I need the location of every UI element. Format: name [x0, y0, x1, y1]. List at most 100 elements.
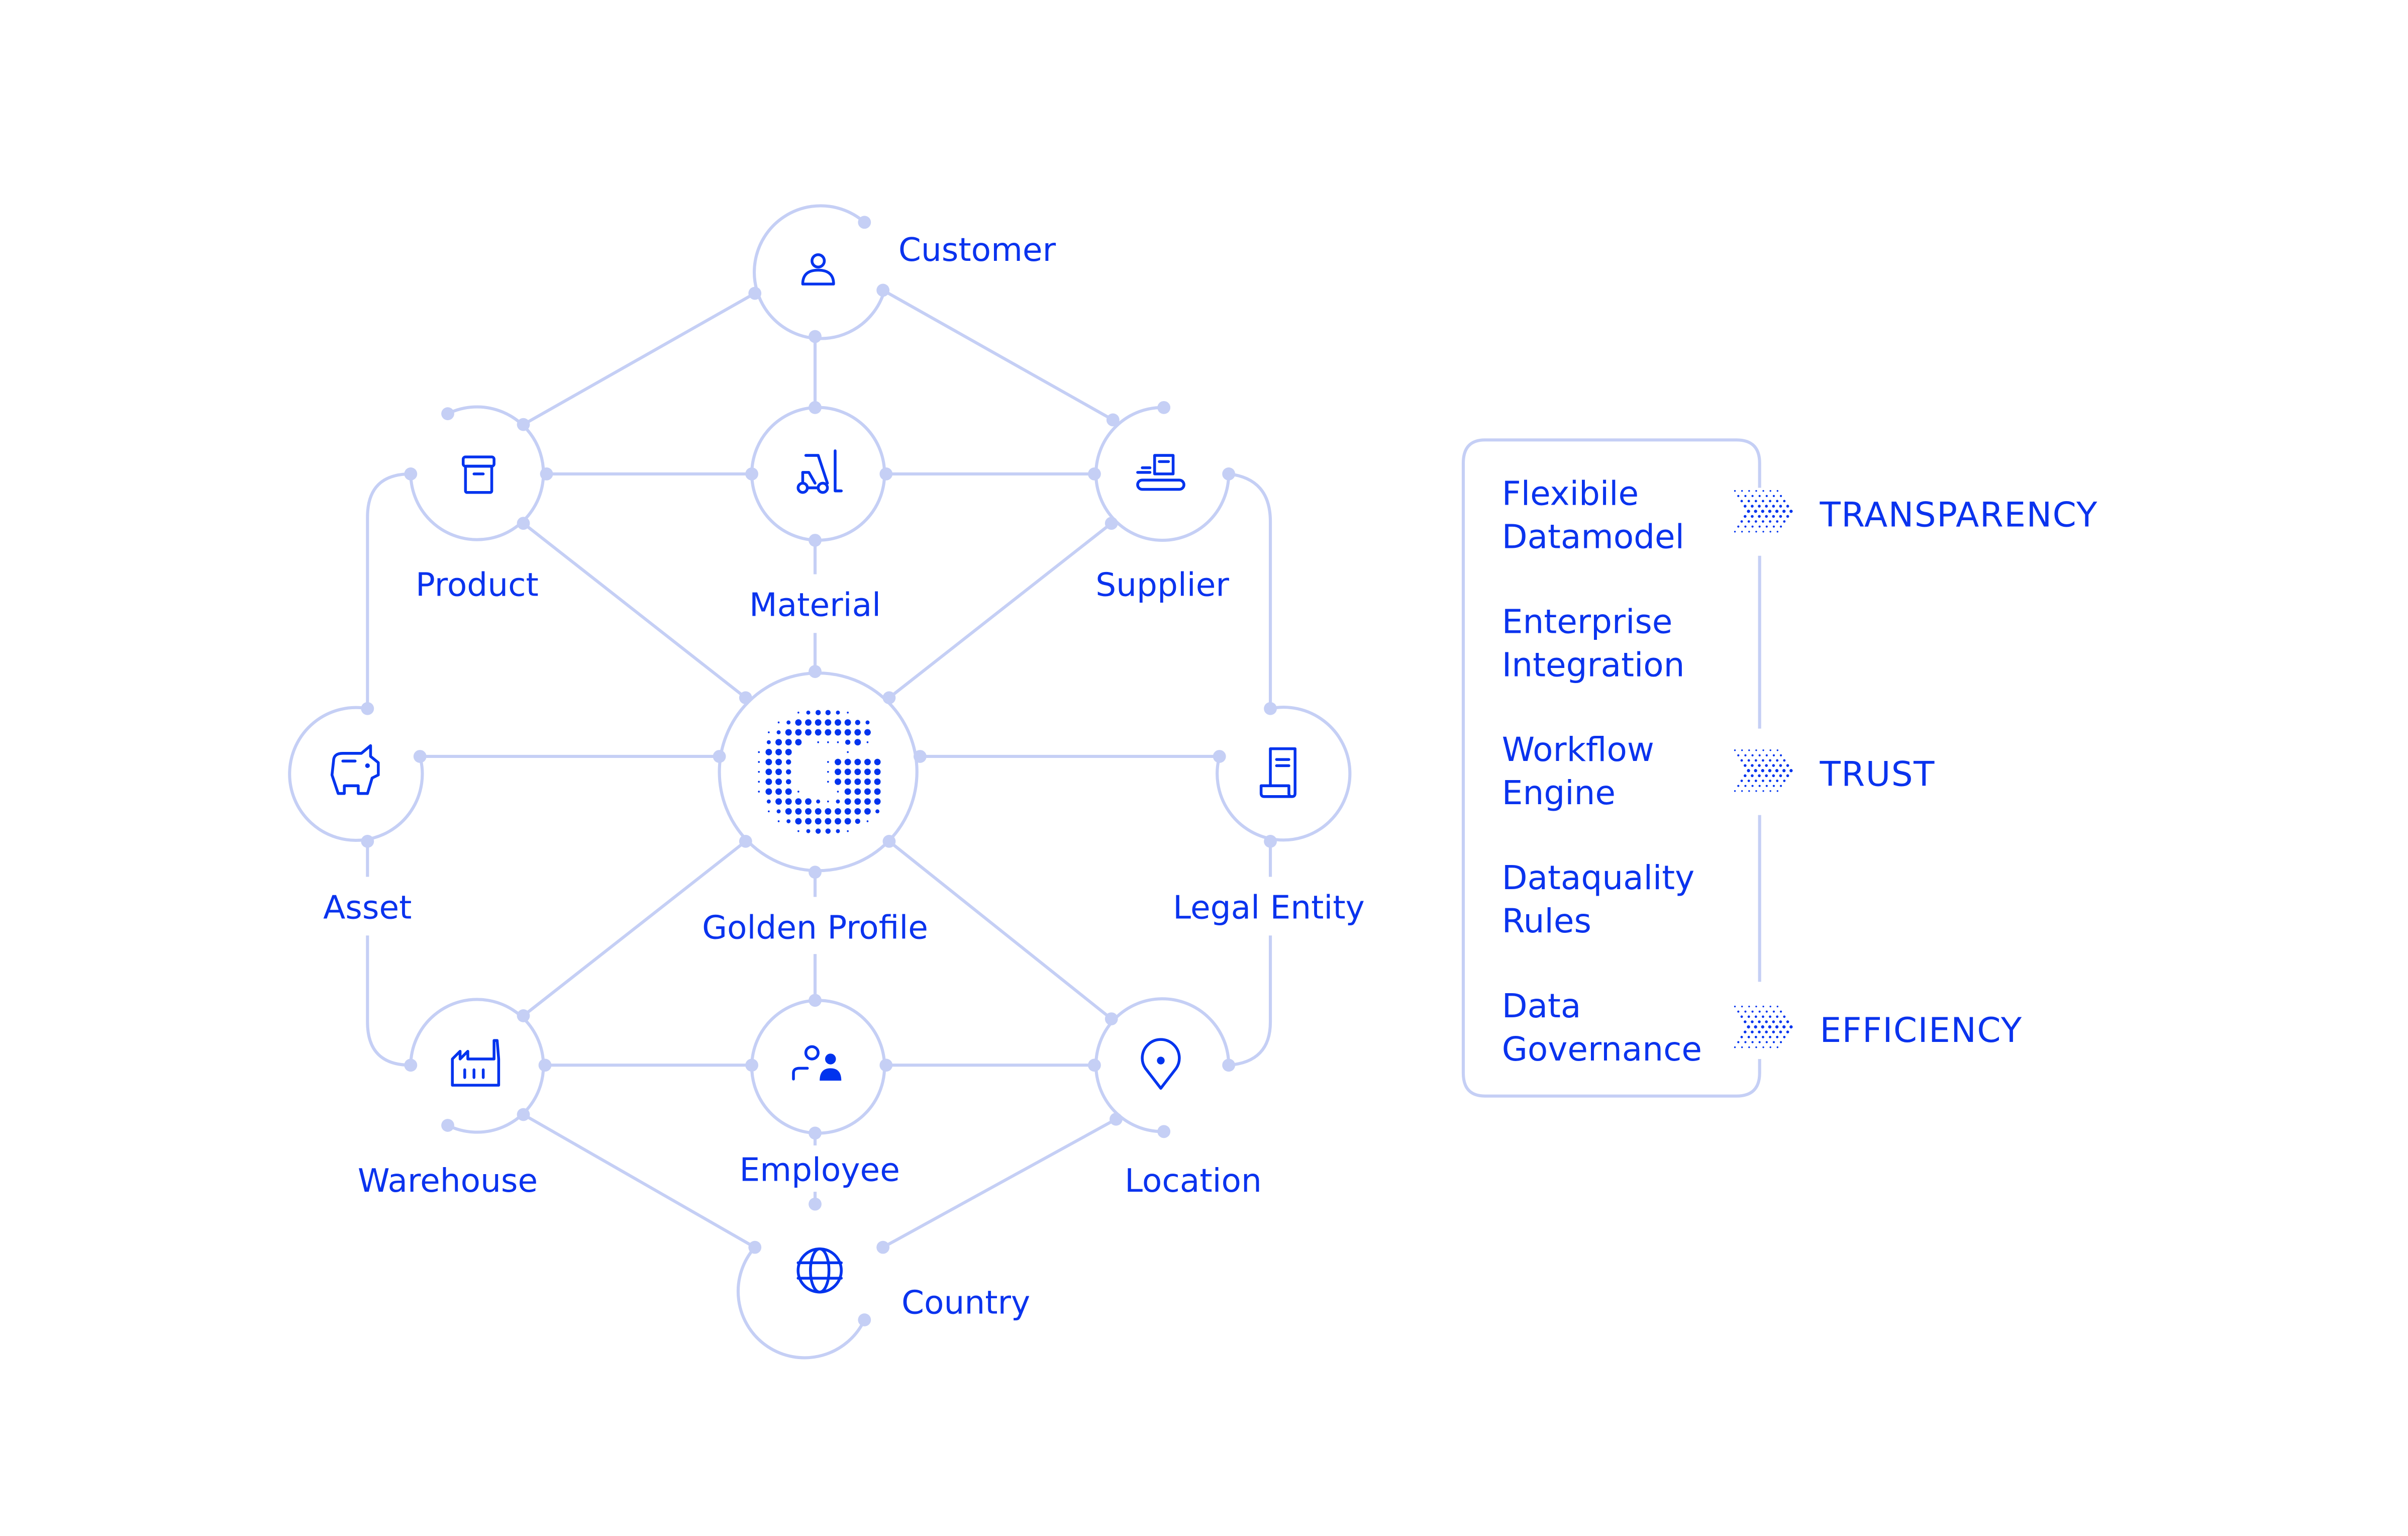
chevron-dot	[1776, 1005, 1779, 1008]
logo-halftone-dot	[864, 729, 871, 736]
chevron-dot	[1741, 1005, 1743, 1008]
logo-halftone-dot	[766, 740, 771, 744]
connector-dot	[517, 418, 530, 431]
logo-halftone-dot	[837, 791, 839, 793]
chevron-dot	[1758, 1030, 1761, 1033]
chevron-dot	[1747, 759, 1750, 762]
logo-halftone-dot	[835, 818, 841, 825]
logo-halftone-dot	[847, 711, 849, 714]
chevron-dot	[1737, 525, 1740, 528]
chevron-dot	[1755, 749, 1757, 751]
golden-profile-g-logo-icon	[758, 710, 881, 834]
logo-halftone-dot	[875, 809, 880, 814]
logo-halftone-dot	[815, 818, 822, 825]
logo-halftone-dot	[768, 810, 770, 813]
node-label-product: Product	[416, 566, 539, 604]
capabilities-bracket	[1461, 438, 1761, 1098]
user-icon	[801, 253, 835, 285]
chevron-dot	[1776, 1015, 1779, 1018]
capabilities-panel: Flexibile Datamodel Enterprise Integrati…	[1461, 438, 1761, 1098]
logo-halftone-dot	[836, 710, 840, 715]
logo-halftone-dot	[797, 830, 799, 832]
chevron-dot	[1737, 495, 1740, 497]
chevron-dot	[1779, 1030, 1782, 1033]
node-label-supplier: Supplier	[1095, 566, 1229, 604]
connector-lines	[366, 289, 1272, 1249]
chevron-dot	[1772, 495, 1775, 497]
chevron-dot	[1762, 520, 1764, 523]
chevron-dot	[1762, 1015, 1764, 1018]
chevron-dot	[1789, 1025, 1793, 1029]
logo-halftone-dot	[775, 788, 782, 795]
chevron-dot	[1740, 1035, 1743, 1038]
logo-halftone-dot	[805, 818, 812, 825]
chevron-dot	[1744, 525, 1747, 528]
logo-halftone-dot	[795, 818, 802, 825]
chevron-dot	[1775, 769, 1779, 773]
chevron-dot	[1783, 500, 1786, 503]
chevron-dot	[1772, 774, 1775, 778]
logo-halftone-dot	[775, 739, 782, 746]
logo-halftone-dot	[854, 739, 861, 746]
chevron-dot	[1744, 515, 1747, 518]
node-labels: Customer Product Material Supplier Asset…	[323, 231, 1365, 1322]
connector-dot	[441, 407, 454, 421]
node-label-customer: Customer	[898, 231, 1056, 269]
chevron-dot	[1769, 1005, 1771, 1008]
chevron-dot	[1758, 515, 1761, 518]
chevron-dot	[1769, 500, 1771, 503]
connector-dot	[361, 834, 374, 848]
chevron-dot	[1748, 490, 1750, 492]
connector-dot	[1264, 834, 1277, 848]
chevron-dot	[1786, 1030, 1789, 1033]
logo-halftone-dot	[775, 758, 782, 765]
chevron-dot	[1751, 515, 1754, 518]
chevron-dot	[1741, 490, 1743, 492]
chevron-dot	[1755, 531, 1757, 533]
connector-dot	[713, 750, 726, 763]
logo-halftone-dot	[844, 818, 851, 825]
connector-dot	[876, 1240, 890, 1254]
chevron-dot	[1762, 1046, 1764, 1048]
chevron-dot	[1740, 759, 1743, 762]
logo-halftone-dot	[765, 788, 772, 795]
chevron-dot	[1734, 749, 1736, 751]
logo-halftone-dot	[866, 820, 869, 822]
chevron-dot	[1737, 1041, 1740, 1043]
chevron-dot	[1772, 754, 1775, 756]
chevron-dot	[1772, 505, 1775, 508]
chevron-dot	[1741, 790, 1743, 792]
logo-halftone-dot	[835, 769, 841, 776]
chevron-dot	[1776, 1035, 1779, 1038]
connector-dot	[361, 702, 374, 715]
connector-dot	[739, 834, 752, 848]
node-label-material: Material	[749, 586, 881, 624]
logo-halftone-dot	[777, 820, 780, 822]
ring-legal-entity	[1216, 706, 1352, 842]
chevron-dot	[1762, 790, 1764, 792]
logo-halftone-dot	[795, 729, 802, 736]
chevron-dot	[1776, 749, 1779, 751]
logo-halftone-dot	[854, 788, 861, 795]
chevron-dot	[1765, 1041, 1768, 1043]
logo-halftone-dot	[864, 808, 871, 815]
chevron-dot	[1765, 754, 1768, 756]
connector-dot	[882, 691, 896, 705]
chevron-dot	[1748, 1005, 1750, 1008]
logo-halftone-dot	[864, 798, 871, 805]
globe-icon	[796, 1247, 843, 1294]
logo-halftone-dot	[777, 721, 780, 724]
connector-dot	[1264, 702, 1277, 715]
chevron-dot	[1740, 520, 1743, 523]
logo-halftone-dot	[866, 741, 869, 743]
chevron-dot	[1772, 785, 1775, 787]
logo-halftone-dot	[855, 818, 861, 824]
chevron-dot	[1765, 764, 1768, 767]
logo-halftone-dot	[827, 741, 829, 743]
chevron-dot	[1765, 1020, 1768, 1023]
capability-enterprise-integration-line1: Enterprise	[1502, 602, 1673, 641]
chevron-dot	[1761, 1025, 1764, 1029]
logo-halftone-dot	[775, 778, 782, 785]
chevron-dot	[1769, 490, 1771, 492]
logo-halftone-dot	[776, 730, 781, 735]
